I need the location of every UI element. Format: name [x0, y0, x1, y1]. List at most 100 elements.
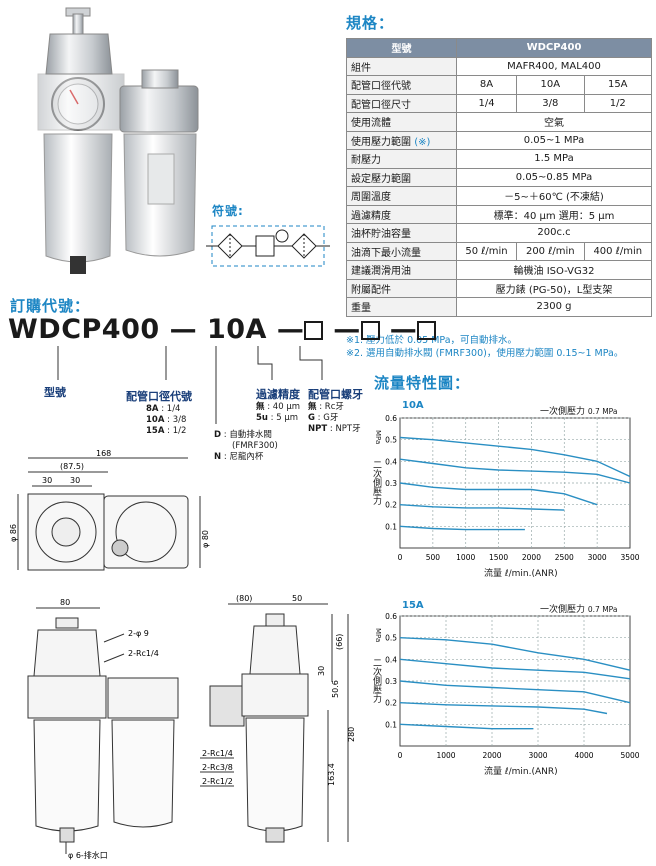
x-tick-label: 1000 [456, 553, 475, 562]
svg-text:2-Rc3/8: 2-Rc3/8 [202, 763, 233, 772]
order-dash: — [389, 314, 418, 345]
side-view-drawing: (80) 50 (66) 30 50.6 280 163.4 2-Rc1/4 2… [200, 594, 356, 843]
svg-text:163.4: 163.4 [327, 763, 336, 786]
spec-note-1: ※1. 壓力低於 0.05 MPa，可自動排水。 [346, 335, 518, 346]
order-filter-box [360, 321, 380, 340]
front-view-drawing: 80 2-φ 9 2-Rc1/4 φ 6-排水口 [27, 598, 179, 860]
svg-text:80: 80 [60, 598, 70, 607]
y-tick-label: 0.5 [385, 634, 397, 643]
order-leader-lines [57, 346, 323, 424]
spec-title: 規格： [346, 14, 395, 32]
series-line [399, 482, 598, 506]
y-tick-label: 0.5 [385, 436, 397, 445]
spec-note-2: ※2. 選用自動排水閥 (FMRF300)，使用壓力範圍 0.15~1 MPa。 [346, 348, 624, 359]
y-tick-label: 0.4 [385, 457, 397, 466]
order-thread-box [417, 321, 437, 340]
svg-text:280: 280 [347, 727, 356, 742]
order-drain-box [304, 321, 324, 340]
table-row: 過濾精度標準：40 μm 選用：5 μm [346, 204, 652, 224]
table-row: 使用流體空氣 [346, 112, 652, 132]
product-photo [37, 7, 199, 274]
flow-title: 流量特性圖： [374, 374, 471, 392]
series-line [399, 504, 565, 511]
y-tick-label: 0.3 [385, 677, 397, 686]
y-tick-label: 0.4 [385, 655, 397, 664]
svg-text:(66): (66) [335, 634, 344, 650]
order-port-group: 配管口徑代號 8A : 1/4 10A : 3/8 15A : 1/2 [126, 390, 192, 436]
order-dash: — [169, 314, 198, 345]
y-unit: MPa [374, 628, 382, 643]
series-line [399, 637, 631, 671]
x-tick-label: 3000 [588, 553, 607, 562]
x-tick-label: 1500 [489, 553, 508, 562]
order-filter-label: 過濾精度 [256, 388, 300, 401]
y-tick-label: 0.3 [385, 479, 397, 488]
order-size: 10A [206, 314, 267, 345]
series-line [399, 436, 631, 478]
y-axis-label: 二次側壓力 [371, 658, 381, 703]
svg-text:2-Rc1/4: 2-Rc1/4 [128, 649, 159, 658]
series-line [399, 702, 608, 715]
x-tick-label: 1000 [436, 751, 455, 760]
x-tick-label: 3500 [620, 553, 639, 562]
order-model-label: 型號 [44, 386, 66, 399]
y-tick-label: 0.2 [385, 501, 397, 510]
order-model: WDCP400 [8, 314, 160, 345]
svg-text:φ 86: φ 86 [9, 524, 18, 542]
x-tick-label: 4000 [574, 751, 593, 760]
svg-text:30: 30 [70, 476, 80, 485]
y-tick-label: 0.1 [385, 522, 397, 531]
x-axis-label: 流量 ℓ/min.(ANR) [484, 767, 558, 777]
spec-header-row: 型號 WDCP400 [346, 38, 652, 58]
y-tick-label: 0.1 [385, 720, 397, 729]
x-tick-label: 2500 [555, 553, 574, 562]
y-tick-label: 0.6 [385, 414, 397, 423]
note-marker: (※) [414, 136, 431, 148]
svg-text:(87.5): (87.5) [60, 462, 84, 471]
primary-pressure-label: 一次側壓力 0.7 MPa [540, 407, 618, 417]
series-line [399, 658, 631, 680]
table-row: 建議潤滑用油輪機油 ISO-VG32 [346, 260, 652, 280]
x-tick-label: 2000 [522, 553, 541, 562]
chart-title: 15A [402, 600, 424, 611]
table-row: 使用壓力範圍 (※)0.05~1 MPa [346, 130, 652, 150]
order-dash: — [276, 314, 305, 345]
y-unit: MPa [374, 430, 382, 445]
y-tick-label: 0.6 [385, 612, 397, 621]
chart-title: 10A [402, 400, 424, 411]
series-line [399, 525, 525, 531]
series-line [399, 723, 534, 730]
order-title: 訂購代號： [10, 297, 91, 315]
primary-pressure-label: 一次側壓力 0.7 MPa [540, 605, 618, 615]
pneumatic-symbol-diagram [206, 225, 330, 267]
series-line [399, 458, 631, 484]
table-row: 周圍溫度－5~＋60℃ (不凍結) [346, 186, 652, 206]
spec-header-model: WDCP400 [456, 38, 652, 58]
symbol-label: 符號: [212, 204, 244, 218]
x-tick-label: 0 [398, 751, 403, 760]
table-row: 附屬配件壓力錶 (PG-50)，L型支架 [346, 278, 652, 298]
series-line [399, 680, 631, 704]
svg-text:φ 80: φ 80 [201, 530, 210, 548]
svg-text:2-Rc1/4: 2-Rc1/4 [202, 749, 233, 758]
order-drain-group: D : 自動排水閥 (FMRF300) N : 尼龍內杯 [214, 430, 278, 462]
order-thread-label: 配管口螺牙 [308, 388, 363, 401]
svg-text:φ 6-排水口: φ 6-排水口 [68, 850, 108, 860]
y-axis-label: 二次側壓力 [371, 460, 381, 505]
x-tick-label: 2000 [482, 751, 501, 760]
x-tick-label: 5000 [620, 751, 639, 760]
x-tick-label: 500 [426, 553, 441, 562]
y-tick-label: 0.2 [385, 699, 397, 708]
